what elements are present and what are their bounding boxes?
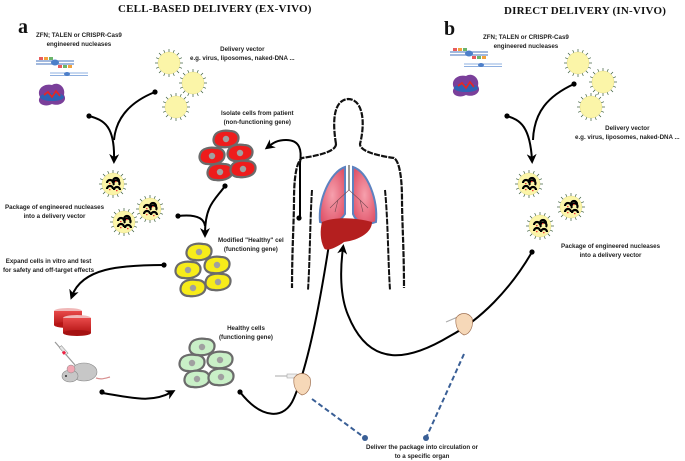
- arrow-start-dot: [222, 183, 228, 189]
- label-vector-right: Delivery vector e.g. virus, liposomes, n…: [575, 124, 680, 142]
- label-line: engineered nucleases: [493, 43, 559, 50]
- arrow-start-dot: [296, 215, 302, 221]
- human-body-icon: [290, 97, 406, 291]
- label-expand: Expand cells in vitro and test for safet…: [3, 257, 94, 275]
- vector-icon: [161, 92, 191, 122]
- arrow-merge-right: [506, 83, 575, 164]
- petri-dish-icon: [54, 308, 91, 336]
- label-line: engineered nucleases: [46, 41, 112, 48]
- arrow-isolate: [264, 138, 302, 164]
- label-vector-left: Delivery vector e.g. virus, liposomes, n…: [190, 45, 295, 63]
- arrow-start-dot: [571, 81, 577, 87]
- label-line: Delivery vector: [605, 125, 650, 132]
- panel-label-a: a: [18, 16, 28, 38]
- label-line: Deliver the package into circulation or: [366, 444, 479, 451]
- label-line: Delivery vector: [220, 46, 265, 53]
- arrow-deliver-left: [239, 234, 335, 415]
- mouse-icon: [61, 362, 111, 383]
- label-line: e.g. virus, liposomes, naked-DNA ...: [575, 134, 680, 141]
- label-line: ZFN; TALEN or CRISPR-Cas9: [483, 34, 569, 41]
- package-vector-icon: [136, 195, 164, 223]
- package-vector-icon: [515, 170, 543, 198]
- arrow-to-healthy: [101, 390, 176, 400]
- label-line: Isolate cells from patient: [221, 110, 294, 117]
- package-vector-icon: [110, 208, 138, 236]
- arrow-start-dot: [237, 389, 243, 395]
- label-line: to a specific organ: [394, 453, 450, 460]
- arrow-start-dot: [99, 389, 105, 395]
- label-line: Package of engineered nucleases: [5, 204, 105, 211]
- healthy-cells: [178, 337, 235, 389]
- package-vector-icon: [526, 212, 554, 240]
- arrow-start-dot: [161, 262, 167, 268]
- arrow-expand: [69, 264, 165, 300]
- arrow-start-dot: [529, 249, 535, 255]
- label-line: (functioning gene): [223, 246, 278, 253]
- arrow-start-dot: [504, 113, 510, 119]
- arrow-merge-modified: [177, 185, 226, 238]
- title-in-vivo: DIRECT DELIVERY (IN-VIVO): [504, 5, 667, 17]
- label-line: e.g. virus, liposomes, naked-DNA ...: [190, 55, 295, 62]
- label-line: for safety and off-target effects: [3, 267, 95, 274]
- nuclease-icons-right: [449, 47, 503, 98]
- label-line: Healthy cells: [227, 325, 265, 332]
- label-isolate: Isolate cells from patient (non-function…: [221, 109, 294, 127]
- label-line: ZFN; TALEN or CRISPR-Cas9: [36, 32, 122, 39]
- hand-syringe-icon: [275, 373, 311, 396]
- vector-icon: [576, 92, 606, 122]
- label-package-right: Package of engineered nucleases into a d…: [561, 242, 660, 260]
- dashed-pointer-lines: [311, 353, 465, 439]
- label-line: into a delivery vector: [579, 252, 642, 259]
- pointer-dot: [423, 435, 429, 441]
- label-line: Expand cells in vitro and test: [5, 258, 92, 265]
- vector-icon: [563, 48, 593, 78]
- label-nucleases-right: ZFN; TALEN or CRISPR-Cas9 engineered nuc…: [483, 33, 569, 51]
- arrow-deliver-right: [337, 244, 533, 357]
- panel-label-b: b: [444, 18, 456, 40]
- vector-icon: [588, 67, 618, 97]
- label-modified: Modified "Healthy" cel (functioning gene…: [218, 236, 284, 254]
- hand-syringe-icon: [445, 313, 473, 336]
- title-ex-vivo: CELL-BASED DELIVERY (EX-VIVO): [118, 3, 312, 15]
- package-vector-icon: [99, 170, 127, 198]
- label-line: Package of engineered nucleases: [561, 243, 661, 250]
- vector-icon: [178, 68, 208, 98]
- label-nucleases-left: ZFN; TALEN or CRISPR-Cas9 engineered nuc…: [36, 31, 122, 49]
- label-deliver: Deliver the package into circulation or …: [366, 443, 478, 461]
- arrow-start-dot: [86, 113, 92, 119]
- package-vector-icon: [557, 193, 585, 221]
- pointer-dot: [362, 435, 368, 441]
- patient-cells: [198, 129, 257, 182]
- label-line: (functioning gene): [219, 334, 273, 341]
- arrow-start-dot: [175, 213, 181, 219]
- label-healthy: Healthy cells (functioning gene): [219, 324, 273, 342]
- label-line: (non-functioning gene): [223, 119, 291, 126]
- label-line: into a delivery vector: [23, 213, 86, 220]
- arrow-start-dot: [152, 89, 158, 95]
- syringe-icon: [54, 341, 76, 366]
- vector-icon: [154, 48, 184, 78]
- arrow-merge-left: [88, 91, 156, 164]
- label-package-left: Package of engineered nucleases into a d…: [5, 203, 104, 221]
- nuclease-icons-left: [35, 56, 89, 107]
- label-line: Modified "Healthy" cel: [218, 237, 284, 244]
